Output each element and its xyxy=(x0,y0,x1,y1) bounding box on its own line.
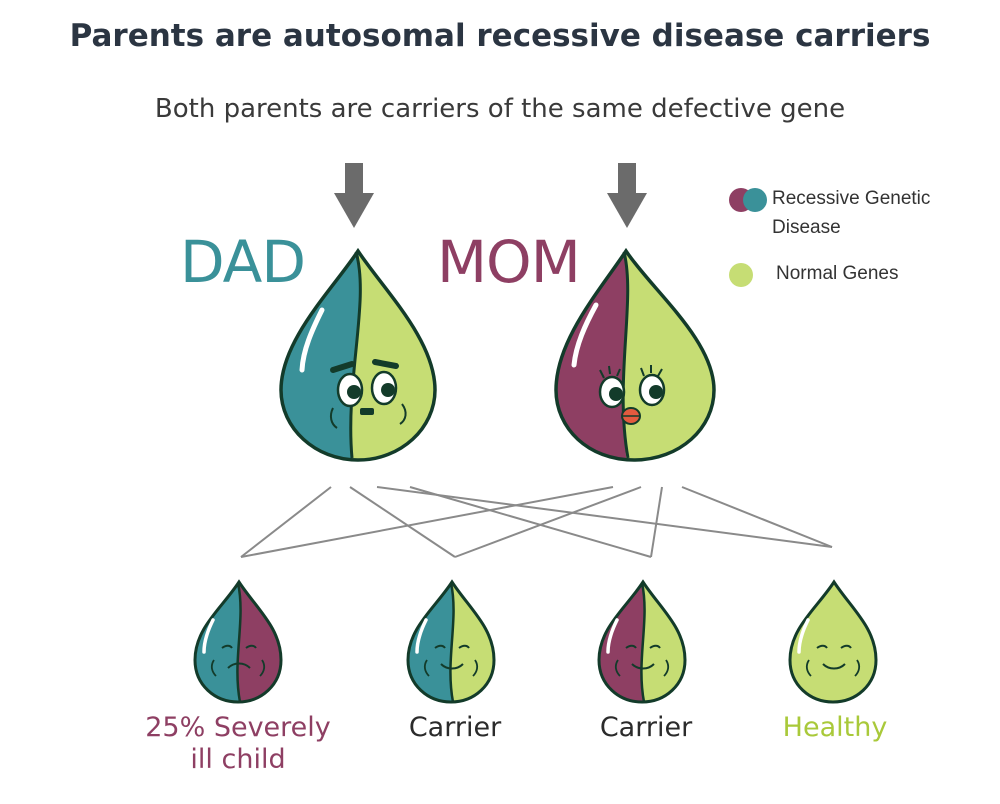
legend-normal-label: Normal Genes xyxy=(776,263,899,284)
child-healthy-label: Healthy xyxy=(782,712,888,743)
legend-recessive-line1: Recessive Genetic xyxy=(772,188,931,209)
legend-recessive-icon xyxy=(729,188,767,212)
child-healthy-drop-icon xyxy=(788,579,878,704)
child-carrier-2-drop-icon xyxy=(597,579,687,704)
inheritance-lines xyxy=(240,486,833,558)
mom-drop-icon xyxy=(554,247,716,462)
legend-normal-icon xyxy=(729,263,753,287)
dad-drop-icon xyxy=(279,247,437,462)
page-title: Parents are autosomal recessive disease … xyxy=(69,18,931,54)
child-carrier-1-drop-icon xyxy=(406,579,496,704)
dad-label: DAD xyxy=(180,228,306,296)
mom-label: MOM xyxy=(437,228,581,296)
legend-recessive-label: Recessive Genetic Disease xyxy=(772,184,930,242)
dad-arrow-icon xyxy=(334,163,374,228)
legend-recessive-line2: Disease xyxy=(772,217,841,238)
mom-arrow-icon xyxy=(607,163,647,228)
child-severe-line1: 25% Severely xyxy=(145,712,331,743)
page-subtitle: Both parents are carriers of the same de… xyxy=(154,94,846,124)
child-carrier-1-label: Carrier xyxy=(408,712,502,743)
child-carrier-2-label: Carrier xyxy=(599,712,693,743)
child-severe-drop-icon xyxy=(193,579,283,704)
child-severe-label: 25% Severely ill child xyxy=(118,712,358,776)
child-severe-line2: ill child xyxy=(190,744,286,775)
